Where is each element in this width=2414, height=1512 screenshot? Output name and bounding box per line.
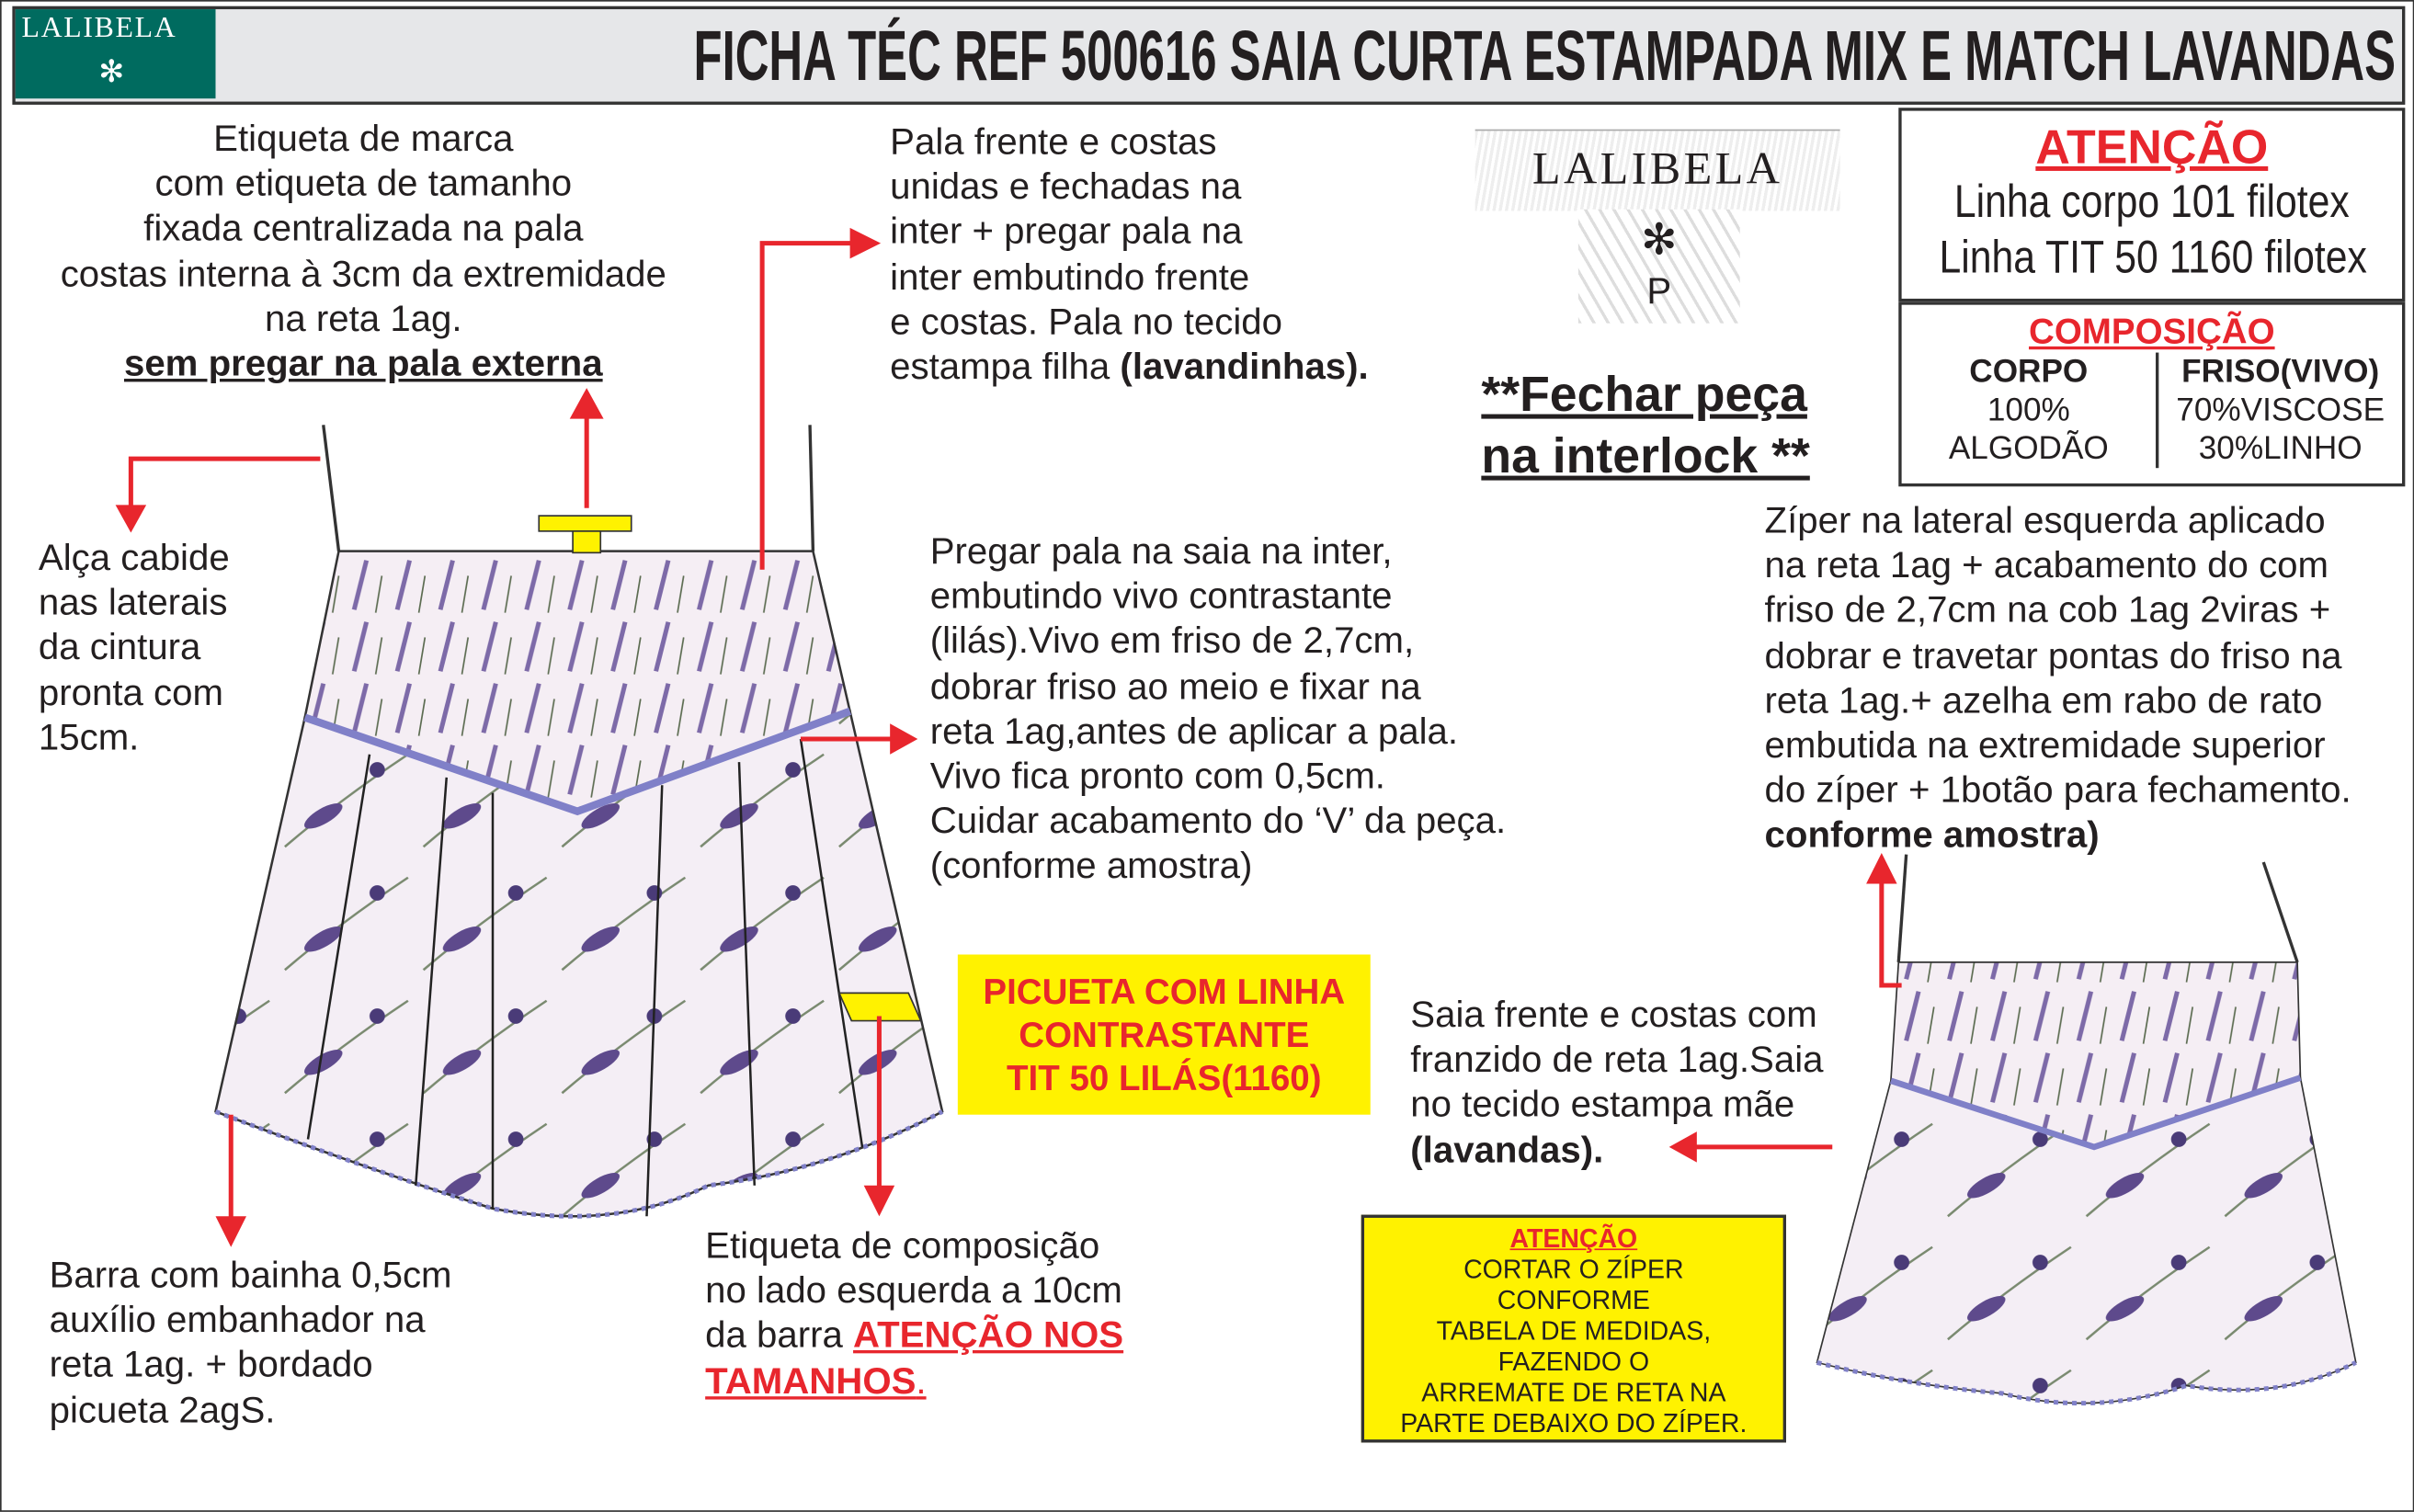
attention-box: ATENÇÃO Linha corpo 101 filotex Linha TI… bbox=[1898, 108, 2406, 302]
composition-label-note: Etiqueta de composição no lado esquerda … bbox=[705, 1225, 1124, 1403]
small-skirt bbox=[1816, 854, 2357, 1406]
logo-text: LALIBELA bbox=[21, 12, 177, 45]
main-skirt bbox=[214, 425, 944, 1219]
bee-icon: ✻ bbox=[1641, 215, 1678, 264]
brand-logo: LALIBELA ✻ bbox=[15, 9, 216, 99]
header-bar bbox=[12, 6, 2406, 105]
page-title: FICHA TÉC REF 500616 SAIA CURTA ESTAMPAD… bbox=[693, 15, 2397, 96]
red-arrows bbox=[115, 227, 1902, 1247]
size-label: ✻ P bbox=[1577, 209, 1740, 324]
pregar-note: Pregar pala na saia na inter,embutindo v… bbox=[929, 530, 1507, 888]
label-brand-logo: LALIBELA bbox=[1475, 129, 1840, 211]
bee-icon: ✻ bbox=[98, 55, 125, 90]
